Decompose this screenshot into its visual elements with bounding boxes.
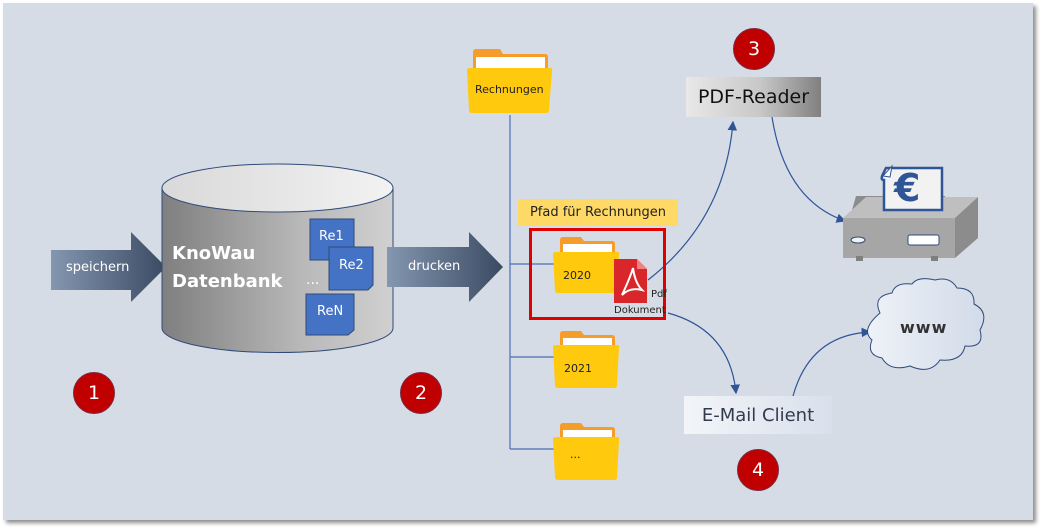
euro-document-icon	[880, 164, 944, 212]
folder-2021-icon	[553, 331, 620, 388]
www-label: www	[900, 318, 948, 337]
database-title-line2: Datenbank	[172, 271, 283, 292]
speichern-label: speichern	[66, 260, 130, 275]
folder-tree-lines	[509, 115, 555, 450]
document-re1-label: Re1	[319, 229, 344, 244]
drucken-label: drucken	[408, 259, 461, 274]
step-badge-4: 4	[737, 449, 779, 491]
folder-rechnungen-label: Rechnungen	[475, 83, 544, 96]
highlight-box	[529, 228, 666, 320]
folder-more-label: ...	[570, 448, 581, 461]
folder-2021-label: 2021	[564, 362, 592, 375]
path-label: Pfad für Rechnungen	[518, 199, 678, 226]
connectors	[647, 116, 872, 397]
pdf-reader-box: PDF-Reader	[686, 77, 821, 117]
step-badge-1: 1	[73, 372, 115, 414]
speichern-arrow	[51, 232, 166, 302]
email-client-box: E-Mail Client	[684, 396, 832, 434]
step-badge-3: 3	[733, 28, 775, 70]
folder-more-icon	[553, 423, 620, 480]
database-title-line1: KnoWau	[172, 243, 256, 264]
pdf-document-icon	[614, 259, 647, 303]
folder-2020-icon	[553, 237, 620, 293]
document-re2-label: Re2	[339, 258, 364, 273]
euro-symbol: €	[894, 166, 921, 210]
drucken-arrow	[387, 232, 503, 302]
database-title: KnoWau Datenbank	[172, 240, 283, 296]
document-ren-shape	[305, 293, 355, 336]
pdf-label-line1: Pdf	[651, 289, 667, 300]
folder-rechnungen-icon	[467, 49, 553, 113]
database-ellipsis: ...	[306, 272, 320, 288]
pdf-label-line2: Dokument	[614, 305, 666, 316]
document-re2-shape	[328, 246, 374, 291]
document-ren-label: ReN	[317, 304, 344, 319]
step-badge-2: 2	[400, 372, 442, 414]
printer-icon	[843, 196, 978, 261]
www-cloud-icon	[867, 278, 985, 370]
folder-2020-label: 2020	[563, 269, 591, 282]
